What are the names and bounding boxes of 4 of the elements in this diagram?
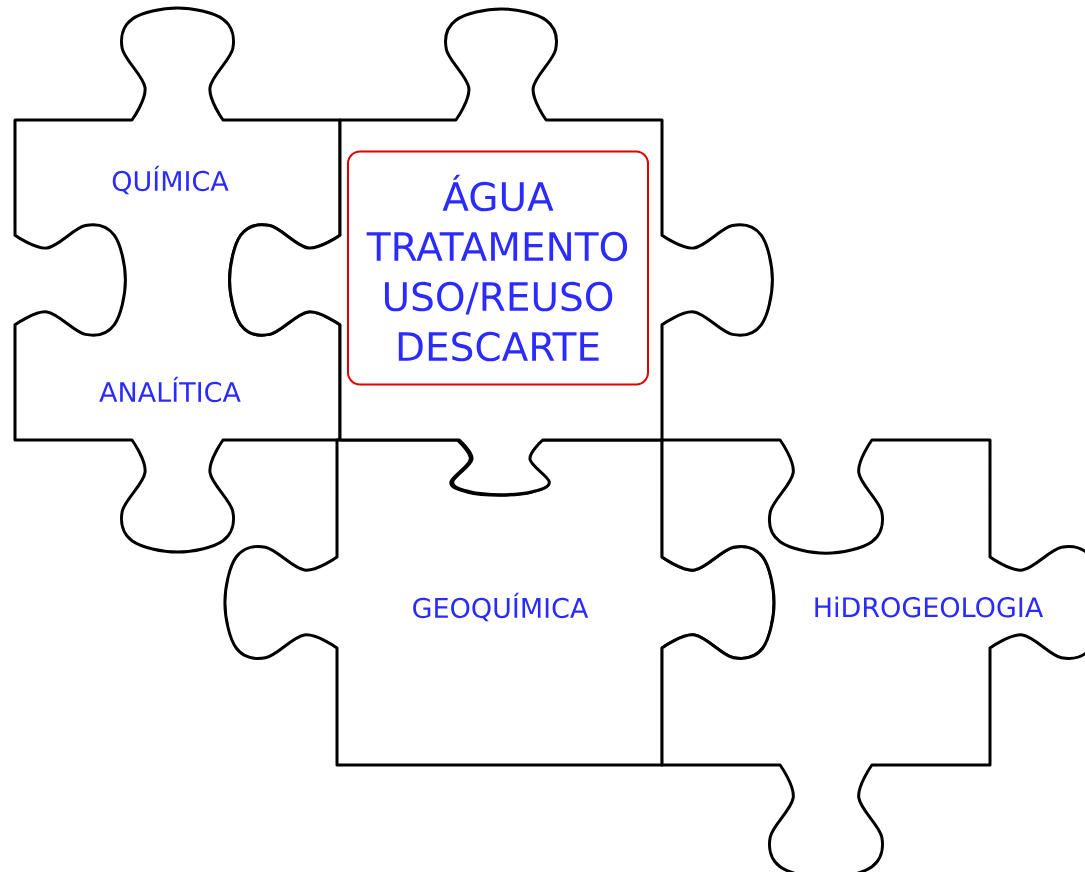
piece-label: HiDROGEOLOGIA	[815, 596, 1044, 618]
piece-label: QUÍMICA ANALÍTICA	[99, 165, 241, 403]
piece-label: GEOQUÍMICA	[413, 592, 589, 622]
rounded-box: ÁGUA TRATAMENTO USO/REUSO DESCARTE	[347, 150, 649, 386]
